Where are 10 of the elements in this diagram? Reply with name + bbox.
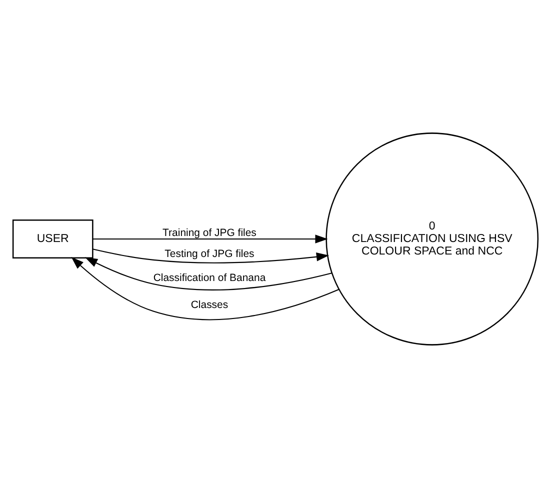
edge-label: Testing of JPG files [164, 248, 254, 260]
edge-label: Classes [190, 300, 228, 312]
edge-label: Training of JPG files [162, 228, 256, 239]
edge-label: Classification of Banana [153, 272, 266, 284]
arrow [84, 257, 332, 290]
node-box: USER [12, 220, 94, 258]
arrow [92, 234, 328, 244]
arrow [92, 248, 330, 264]
arrow [71, 257, 340, 320]
node-circle: 0 CLASSIFICATION USING HSV COLOUR SPACE and NCC [326, 132, 539, 346]
